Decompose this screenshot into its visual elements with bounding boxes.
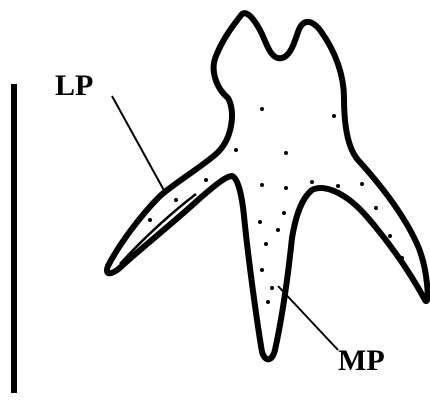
label-mp: MP [338,344,385,377]
lp-leader-line [112,96,166,194]
label-lp: LP [55,69,93,102]
specimen-outline [107,13,428,359]
mp-leader-line [278,286,338,350]
